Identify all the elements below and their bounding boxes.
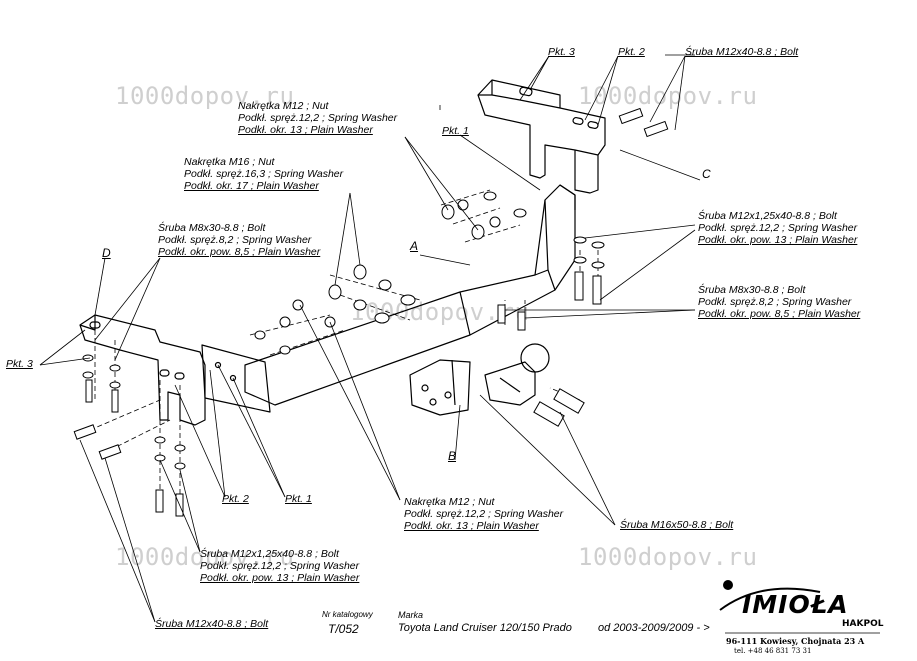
label-pkt1-top: Pkt. 1 [442, 125, 469, 137]
watermark: 1000dopov.ru [578, 82, 758, 110]
marka-caption: Marka [398, 610, 424, 620]
brand-subtitle: HAKPOL [842, 619, 884, 629]
label-bolt-m16: Śruba M16x50-8.8 ; Bolt [620, 519, 734, 531]
label-nut-m16: Nakrętka M16 ; Nut Podkł. spręż.16,3 ; S… [184, 156, 344, 192]
watermark: 1000dopov.ru [115, 543, 295, 571]
label-nut-m12-bottom: Nakrętka M12 ; Nut Podkł. spręż.12,2 ; S… [404, 496, 564, 532]
watermark: 1000dopov.ru [115, 82, 295, 110]
label-bolt-m12x125-right: Śruba M12x1,25x40-8.8 ; Bolt Podkł. sprę… [698, 210, 858, 246]
catalog-number: T/052 [328, 622, 359, 636]
label-nut-m12-top: Nakrętka M12 ; Nut Podkł. spręż.12,2 ; S… [238, 100, 398, 136]
catalog-caption: Nr katalogowy [322, 610, 373, 619]
label-bolt-m8-right: Śruba M8x30-8.8 ; Bolt Podkł. spręż.8,2 … [698, 284, 861, 320]
vehicle-model: Toyota Land Cruiser 120/150 Prado [398, 622, 572, 634]
tow-plate-b [409, 359, 471, 416]
label-bolt-m8-left: Śruba M8x30-8.8 ; Bolt Podkł. spręż.8,2 … [158, 222, 321, 258]
production-years: od 2003-2009/2009 - > [598, 622, 710, 634]
label-bolt-m12x125-bottom: Śruba M12x1,25x40-8.8 ; Bolt Podkł. sprę… [200, 548, 360, 584]
label-letter-c: C [702, 167, 711, 181]
label-bolt-m12x40-top: Śruba M12x40-8.8 ; Bolt [685, 46, 799, 58]
tow-ball [484, 361, 536, 406]
end-plate [201, 344, 271, 413]
bracket-d [79, 314, 206, 426]
bracket-c [477, 79, 606, 194]
label-letter-a: A [410, 239, 419, 253]
label-pkt1-bottom: Pkt. 1 [285, 493, 312, 505]
company-phone: tel. +48 46 831 73 31 [734, 647, 812, 655]
label-pkt2-bottom: Pkt. 2 [222, 493, 249, 505]
watermark: 1000dopov.ru [578, 543, 758, 571]
crossbar-a [244, 184, 576, 406]
label-letter-d: D [102, 246, 111, 260]
label-pkt3-left: Pkt. 3 [6, 358, 33, 370]
label-pkt2-top: Pkt. 2 [618, 46, 645, 58]
brand-logo: IMIOŁA [742, 590, 849, 619]
label-letter-b: B [448, 449, 457, 463]
label-bolt-m12x40-bottom: Śruba M12x40-8.8 ; Bolt [155, 618, 269, 630]
company-address: 96-111 Kowiesy, Chojnata 23 A [726, 636, 865, 646]
label-pkt3-top: Pkt. 3 [548, 46, 575, 58]
